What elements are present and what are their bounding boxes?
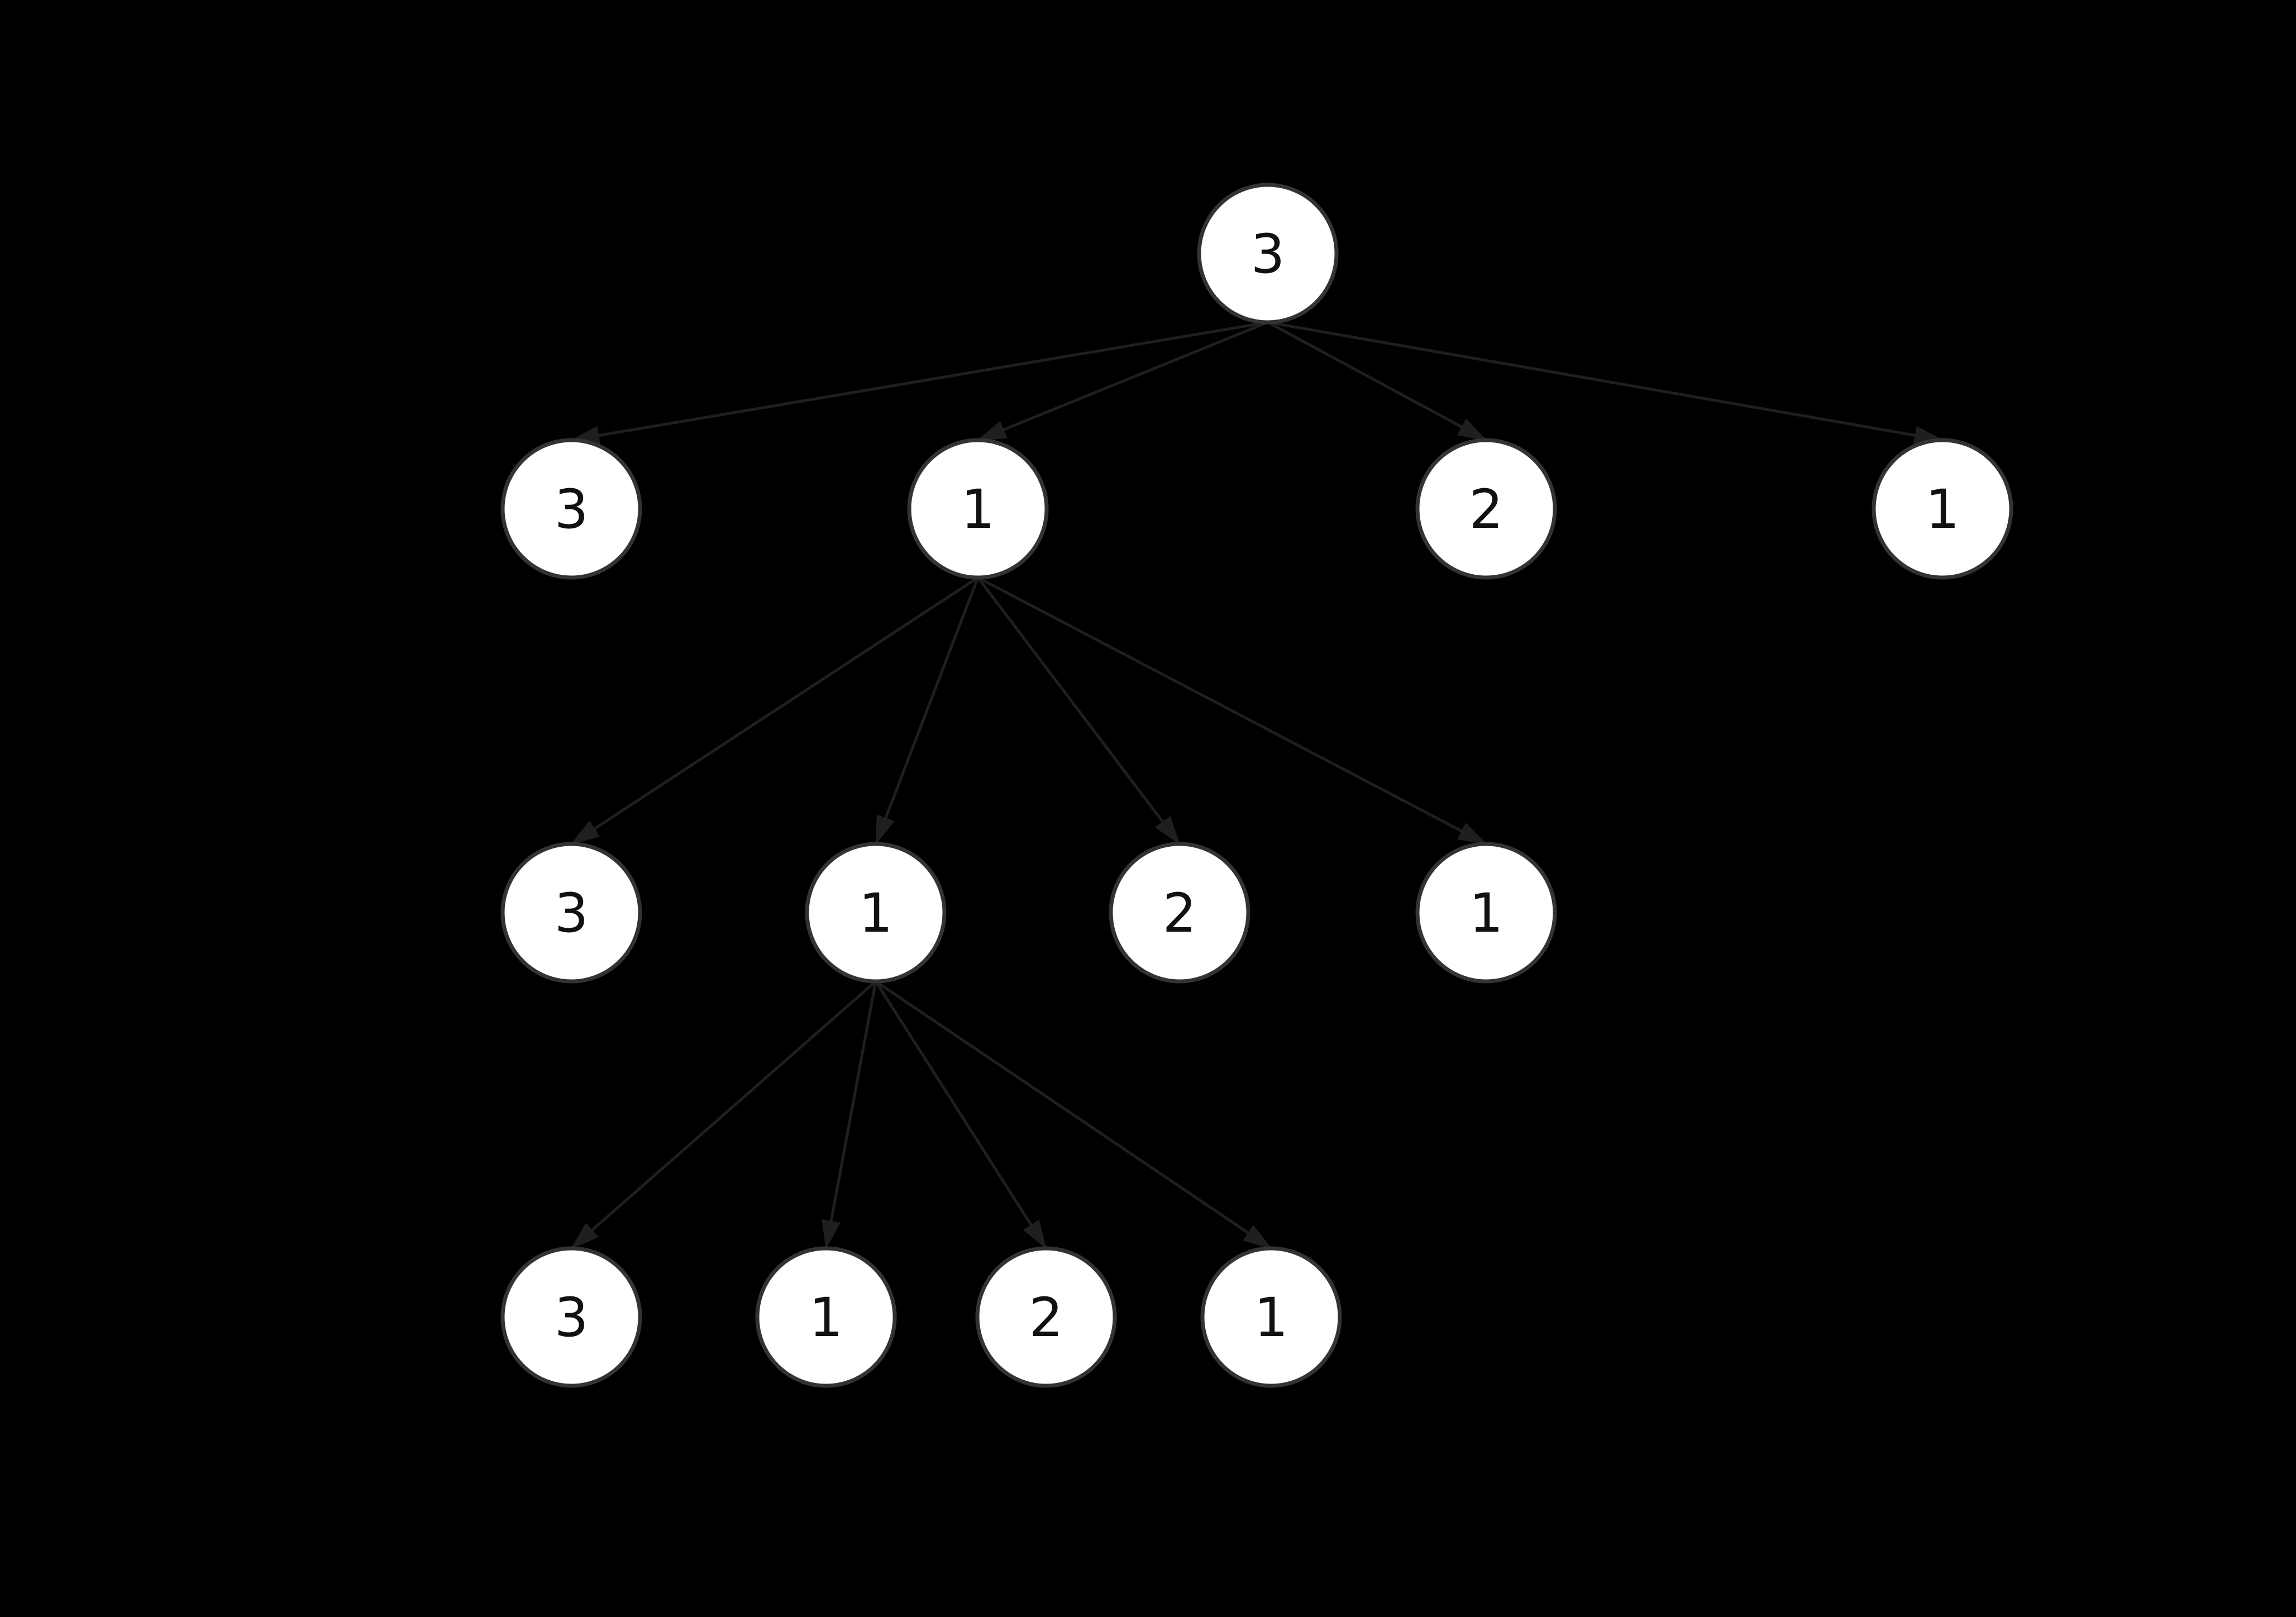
node-circle bbox=[500, 842, 642, 984]
node-label: 1 bbox=[1469, 882, 1503, 945]
node-label: 2 bbox=[1029, 1286, 1063, 1349]
node-circle bbox=[1197, 183, 1339, 325]
node-circle bbox=[755, 1246, 897, 1388]
node-label: 1 bbox=[809, 1286, 843, 1349]
tree-edge-n2-n7 bbox=[977, 576, 1181, 845]
node-label: 2 bbox=[1162, 882, 1196, 945]
node-circle bbox=[907, 438, 1049, 580]
node-circle bbox=[500, 1246, 642, 1388]
tree-node-n10-level-3: 1 bbox=[755, 1246, 897, 1388]
tree-edge-n0-n3 bbox=[1267, 321, 1487, 442]
tree-edge-n6-n10 bbox=[822, 981, 877, 1249]
node-circle bbox=[1200, 1246, 1342, 1388]
node-circle bbox=[1109, 842, 1250, 984]
tree-node-n0-level-0: 3 bbox=[1197, 183, 1339, 325]
tree-node-n6-level-2: 1 bbox=[805, 842, 947, 984]
tree-edge-n0-n2 bbox=[977, 321, 1268, 442]
node-circle bbox=[975, 1246, 1117, 1388]
node-label: 3 bbox=[554, 1286, 588, 1349]
node-circle bbox=[1415, 438, 1557, 580]
tree-node-n1-level-1: 3 bbox=[500, 438, 642, 580]
tree-edge-n2-n8 bbox=[977, 576, 1487, 846]
node-label: 1 bbox=[1925, 478, 1959, 541]
tree-node-n9-level-3: 3 bbox=[500, 1246, 642, 1388]
tree-node-n5-level-2: 3 bbox=[500, 842, 642, 984]
tree-edge-n2-n5 bbox=[570, 576, 979, 846]
tree-edge-n6-n9 bbox=[570, 980, 877, 1249]
node-label: 2 bbox=[1469, 478, 1503, 541]
node-circle bbox=[500, 438, 642, 580]
tree-edge-n6-n11 bbox=[874, 980, 1048, 1249]
node-label: 3 bbox=[554, 478, 588, 541]
node-circle bbox=[805, 842, 947, 984]
tree-node-n11-level-3: 2 bbox=[975, 1246, 1117, 1388]
tree-node-n7-level-2: 2 bbox=[1109, 842, 1250, 984]
node-circle bbox=[1872, 438, 2013, 580]
tree-node-n2-level-1: 1 bbox=[907, 438, 1049, 580]
node-label: 1 bbox=[961, 478, 995, 541]
node-label: 1 bbox=[858, 882, 892, 945]
tree-node-n12-level-3: 1 bbox=[1200, 1246, 1342, 1388]
node-label: 3 bbox=[554, 882, 588, 945]
tree-edge-n6-n12 bbox=[875, 980, 1272, 1250]
tree-node-n4-level-1: 1 bbox=[1872, 438, 2013, 580]
tree-node-n3-level-1: 2 bbox=[1415, 438, 1557, 580]
tree-edge-n0-n1 bbox=[570, 321, 1268, 445]
tree-edge-n0-n4 bbox=[1267, 321, 1944, 445]
tree-edge-n2-n6 bbox=[874, 577, 980, 845]
node-label: 1 bbox=[1254, 1286, 1288, 1349]
node-circle bbox=[1415, 842, 1557, 984]
node-label: 3 bbox=[1250, 223, 1285, 285]
tree-node-n8-level-2: 1 bbox=[1415, 842, 1557, 984]
